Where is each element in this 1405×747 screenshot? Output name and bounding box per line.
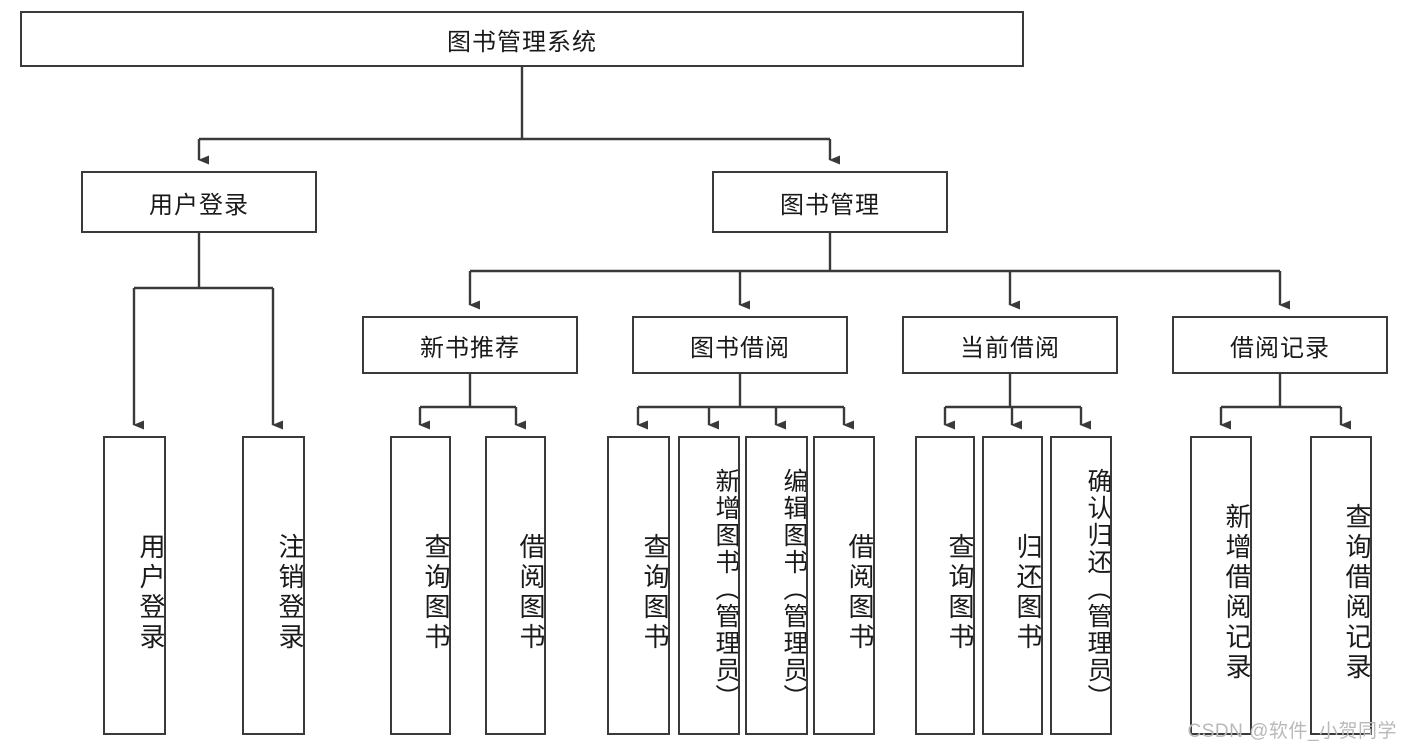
leaf-query-book-rec[interactable]: 查询图书 (390, 436, 451, 735)
leaf-add-record[interactable]: 新增借阅记录 (1190, 436, 1252, 735)
leaf-user-logout-label: 注销登录 (275, 532, 305, 653)
node-new-book-rec[interactable]: 新书推荐 (362, 316, 578, 374)
leaf-query-record[interactable]: 查询借阅记录 (1310, 436, 1372, 735)
node-borrow-record[interactable]: 借阅记录 (1172, 316, 1388, 374)
leaf-return-book-label: 归还图书 (1013, 532, 1043, 653)
node-book-manage-label: 图书管理 (780, 191, 880, 219)
node-user-login-label: 用户登录 (149, 191, 249, 219)
node-current-borrow-label: 当前借阅 (960, 334, 1060, 362)
leaf-borrow-book-bb-label: 借阅图书 (845, 532, 875, 653)
leaf-confirm-return-label: 确认归还（管理员） (1084, 468, 1112, 711)
node-book-borrow-label: 图书借阅 (690, 334, 790, 362)
watermark-text: CSDN @软件_小贺同学 (1187, 721, 1397, 742)
leaf-edit-book[interactable]: 编辑图书（管理员） (745, 436, 808, 735)
leaf-add-book-label: 新增图书（管理员） (712, 468, 740, 711)
node-current-borrow[interactable]: 当前借阅 (902, 316, 1118, 374)
leaf-user-logout[interactable]: 注销登录 (242, 436, 305, 735)
leaf-query-book-bb-label: 查询图书 (640, 532, 670, 653)
node-new-book-rec-label: 新书推荐 (420, 334, 520, 362)
leaf-query-book-rec-label: 查询图书 (421, 532, 451, 653)
leaf-add-record-label: 新增借阅记录 (1222, 502, 1252, 683)
node-user-login[interactable]: 用户登录 (81, 171, 317, 233)
leaf-query-book-bb[interactable]: 查询图书 (607, 436, 670, 735)
leaf-confirm-return[interactable]: 确认归还（管理员） (1050, 436, 1112, 735)
leaf-borrow-book-bb[interactable]: 借阅图书 (813, 436, 875, 735)
leaf-return-book[interactable]: 归还图书 (982, 436, 1043, 735)
leaf-query-book-cb-label: 查询图书 (945, 532, 975, 653)
leaf-edit-book-label: 编辑图书（管理员） (780, 468, 808, 711)
leaf-add-book[interactable]: 新增图书（管理员） (678, 436, 740, 735)
node-book-borrow[interactable]: 图书借阅 (632, 316, 848, 374)
leaf-query-record-label: 查询借阅记录 (1342, 502, 1372, 683)
node-borrow-record-label: 借阅记录 (1230, 334, 1330, 362)
leaf-query-book-cb[interactable]: 查询图书 (915, 436, 975, 735)
node-root-system[interactable]: 图书管理系统 (20, 11, 1024, 67)
node-book-manage[interactable]: 图书管理 (712, 171, 948, 233)
leaf-borrow-book-rec-label: 借阅图书 (516, 532, 546, 653)
leaf-user-login[interactable]: 用户登录 (103, 436, 166, 735)
node-root-label: 图书管理系统 (447, 28, 597, 56)
leaf-borrow-book-rec[interactable]: 借阅图书 (485, 436, 546, 735)
leaf-user-login-label: 用户登录 (136, 532, 166, 653)
